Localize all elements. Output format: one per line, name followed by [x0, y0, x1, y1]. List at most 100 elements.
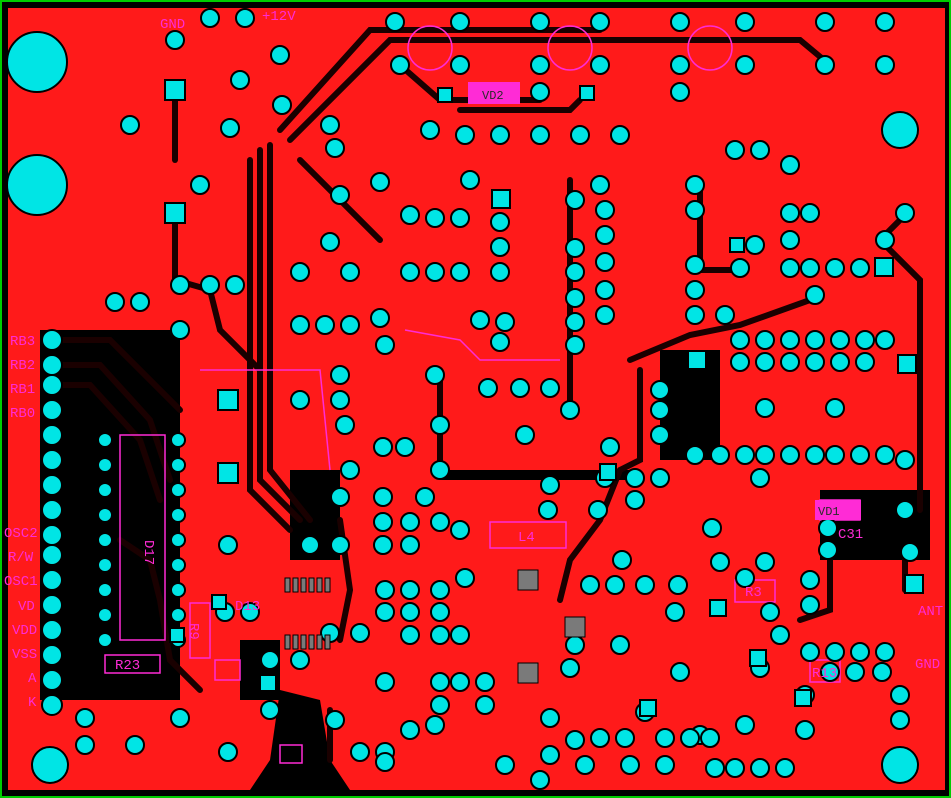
pad	[450, 262, 470, 282]
pad	[750, 758, 770, 778]
pad	[750, 468, 770, 488]
label-d13: D13	[235, 599, 260, 615]
pad	[800, 642, 820, 662]
pad	[560, 658, 580, 678]
pad	[850, 445, 870, 465]
pad	[170, 482, 186, 498]
pad	[330, 365, 350, 385]
pad	[225, 275, 245, 295]
pad	[730, 352, 750, 372]
pad	[530, 770, 550, 790]
pad	[290, 315, 310, 335]
mounting-hole	[6, 31, 68, 93]
pin-label-osc2: OSC2	[4, 526, 38, 542]
label-l4: L4	[518, 530, 535, 546]
pad	[430, 415, 450, 435]
pad	[595, 225, 615, 245]
label-ant: ANT	[918, 604, 943, 620]
pad	[818, 540, 838, 560]
pad	[845, 662, 865, 682]
pad	[565, 288, 585, 308]
pad	[800, 595, 820, 615]
pad	[97, 457, 113, 473]
pad	[385, 12, 405, 32]
pad	[460, 170, 480, 190]
pad	[800, 203, 820, 223]
ic-pin	[308, 577, 315, 593]
pad	[875, 12, 895, 32]
pad	[650, 380, 670, 400]
smd-pads	[284, 569, 586, 684]
pad	[97, 532, 113, 548]
label-c31: C31	[838, 527, 863, 543]
pad	[780, 258, 800, 278]
pad	[540, 475, 560, 495]
pad	[425, 262, 445, 282]
pad	[590, 175, 610, 195]
pad	[635, 575, 655, 595]
ic-pin	[284, 577, 291, 593]
pad	[780, 155, 800, 175]
pad	[725, 140, 745, 160]
label-r23: R23	[115, 658, 140, 674]
pad	[570, 125, 590, 145]
pad	[670, 55, 690, 75]
pad	[805, 330, 825, 350]
pad	[818, 518, 838, 538]
pad	[820, 662, 840, 682]
pad	[560, 400, 580, 420]
pad	[375, 602, 395, 622]
pad	[715, 305, 735, 325]
pad	[735, 445, 755, 465]
pad	[97, 632, 113, 648]
pad	[670, 12, 690, 32]
pad	[97, 507, 113, 523]
pad	[370, 308, 390, 328]
pad	[97, 432, 113, 448]
pad	[510, 378, 530, 398]
ic-pin	[316, 577, 323, 593]
pad	[665, 602, 685, 622]
ic-pin	[308, 634, 315, 650]
label-vd2: VD2	[482, 89, 504, 103]
ic-pin	[324, 634, 331, 650]
pad	[450, 208, 470, 228]
pin-label-rb1: RB1	[10, 382, 35, 398]
pad	[170, 607, 186, 623]
pad	[605, 575, 625, 595]
pad	[373, 535, 393, 555]
pad	[97, 582, 113, 598]
pads	[6, 31, 919, 784]
pad	[625, 468, 645, 488]
pad	[710, 445, 730, 465]
pad	[685, 280, 705, 300]
pad	[625, 490, 645, 510]
pad	[685, 175, 705, 195]
label-d17: D17	[140, 540, 156, 565]
pad	[235, 8, 255, 28]
pad	[370, 172, 390, 192]
pad	[430, 460, 450, 480]
pad	[610, 635, 630, 655]
pad	[588, 500, 608, 520]
pad	[830, 330, 850, 350]
pad	[668, 575, 688, 595]
pad	[450, 672, 470, 692]
label-vd1: VD1	[818, 505, 840, 519]
pad	[415, 487, 435, 507]
pad	[41, 374, 63, 396]
ic-pin	[300, 634, 307, 650]
pad	[538, 500, 558, 520]
pad	[735, 55, 755, 75]
pad	[530, 12, 550, 32]
pad	[330, 390, 350, 410]
pad	[400, 625, 420, 645]
pad	[610, 125, 630, 145]
square-pads	[164, 79, 924, 717]
pad	[825, 398, 845, 418]
pad	[450, 55, 470, 75]
pad	[495, 312, 515, 332]
pad	[165, 30, 185, 50]
pad	[655, 755, 675, 775]
pad	[590, 728, 610, 748]
